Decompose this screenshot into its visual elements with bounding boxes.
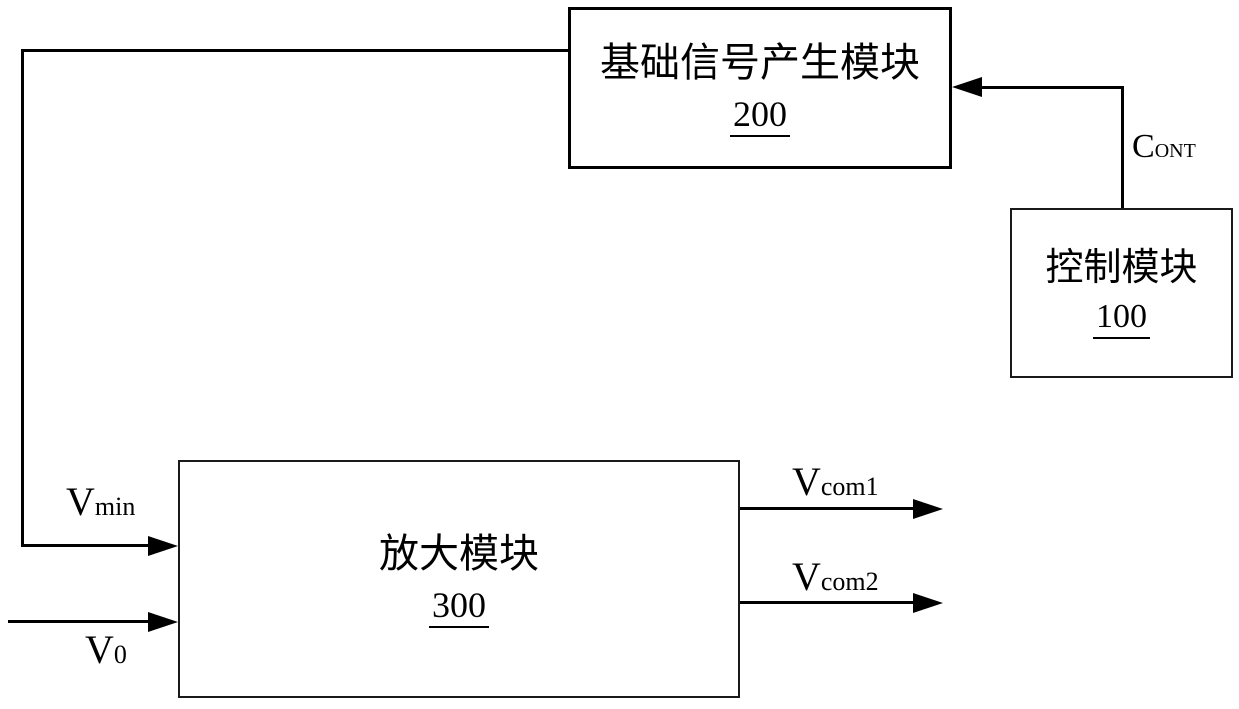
cont-signal-label: CONT <box>1132 130 1196 164</box>
wire-cont-horizontal-segment <box>980 86 1124 89</box>
module-300-label: 放大模块 <box>379 530 539 576</box>
module-100-label: 控制模块 <box>1045 246 1198 289</box>
module-100-number: 100 <box>1093 300 1150 340</box>
wire-v0-input <box>8 620 150 623</box>
vmin-arrowhead-icon <box>148 536 178 556</box>
module-200-number: 200 <box>730 96 790 137</box>
v0-signal-base: V <box>85 627 114 672</box>
vcom2-signal-label: Vcom2 <box>792 557 879 597</box>
vcom1-arrowhead-icon <box>913 499 943 519</box>
module-200-box: 基础信号产生模块 200 <box>568 7 952 169</box>
wire-200-to-300-top-segment <box>21 49 568 52</box>
module-300-box: 放大模块 300 <box>178 460 740 698</box>
vmin-signal-sub: min <box>94 492 136 521</box>
vcom1-signal-base: V <box>792 459 821 504</box>
vcom1-signal-label: Vcom1 <box>792 462 879 502</box>
vmin-signal-base: V <box>66 479 95 524</box>
cont-signal-sub: ONT <box>1154 140 1196 162</box>
wire-vcom1-output <box>740 507 915 510</box>
vcom2-signal-base: V <box>792 554 821 599</box>
vcom2-signal-sub: com2 <box>820 567 879 596</box>
v0-arrowhead-icon <box>148 612 178 632</box>
module-200-label: 基础信号产生模块 <box>600 39 920 85</box>
cont-signal-base: C <box>1132 128 1155 165</box>
cont-arrowhead-icon <box>952 77 982 97</box>
v0-signal-sub: 0 <box>113 640 127 669</box>
wire-200-to-300-vertical-segment <box>21 49 24 547</box>
wire-cont-vertical-segment <box>1121 86 1124 208</box>
v0-signal-label: V0 <box>85 630 127 670</box>
vcom2-arrowhead-icon <box>913 593 943 613</box>
wire-vcom2-output <box>740 601 915 604</box>
vcom1-signal-sub: com1 <box>820 472 879 501</box>
module-300-number: 300 <box>429 587 489 628</box>
module-100-box: 控制模块 100 <box>1010 208 1233 378</box>
wire-vmin-horizontal-segment <box>21 544 152 547</box>
vmin-signal-label: Vmin <box>66 482 135 522</box>
